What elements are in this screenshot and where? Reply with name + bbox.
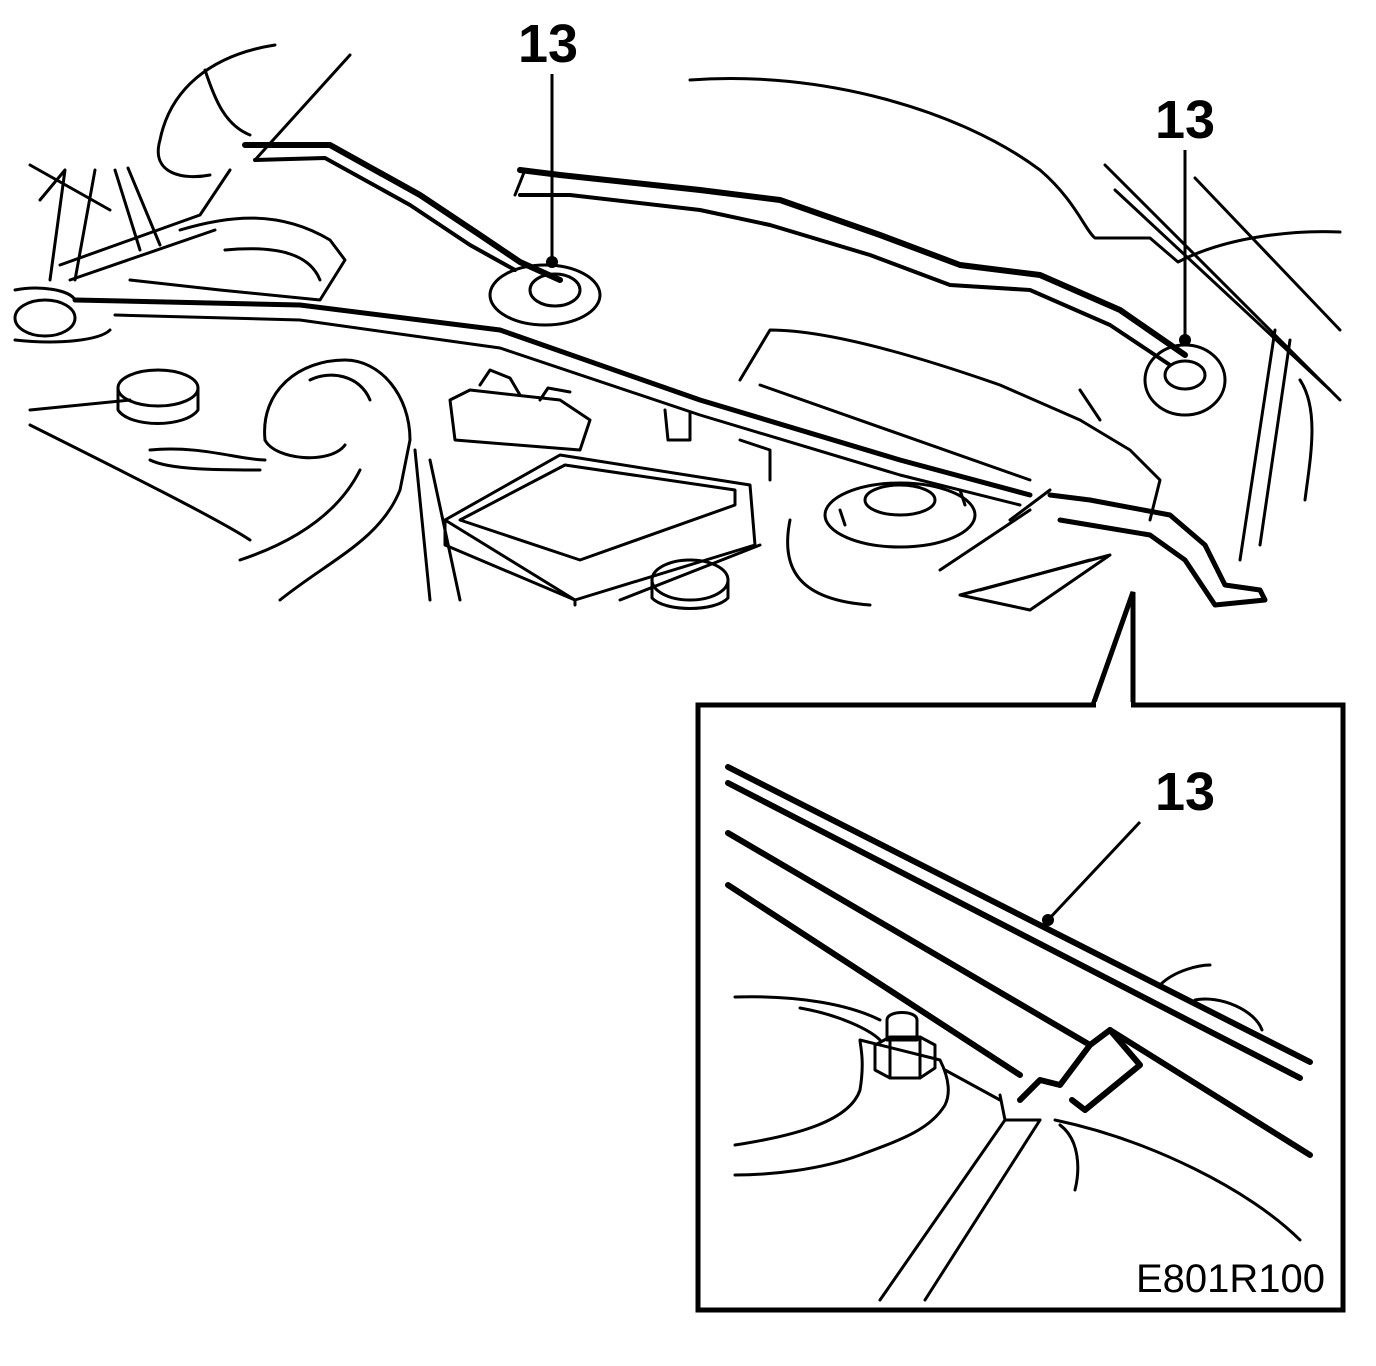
cross-member <box>72 297 1033 498</box>
hood-outline <box>688 76 1342 264</box>
cowl-panel-right <box>517 167 1188 358</box>
inset-pointer <box>1090 591 1136 706</box>
engine-bay-illustration <box>13 43 1342 612</box>
callout-detail-label: 13 <box>1155 762 1215 822</box>
inset-strut-mount <box>733 1038 950 1177</box>
left-hood-curve <box>156 43 277 179</box>
strut-tower <box>786 481 977 607</box>
inset-channel <box>725 830 1093 1103</box>
callout-right-group: 13 <box>1155 90 1215 346</box>
battery <box>443 368 757 607</box>
callout-left-label: 13 <box>518 14 578 74</box>
callout-right-label: 13 <box>1155 90 1215 150</box>
inset-nut <box>873 1011 937 1080</box>
detail-inset: 13 E801R100 <box>695 591 1346 1313</box>
mount-left <box>488 263 602 327</box>
drawing-code: E801R100 <box>1136 1257 1325 1301</box>
scuttle-cover <box>738 328 1162 522</box>
support-bracket <box>1047 492 1268 608</box>
callout-left-group: 13 <box>518 14 578 268</box>
cowl-panel-left <box>242 142 563 283</box>
inset-cowl-top <box>725 764 1313 1065</box>
intake-hose <box>263 358 412 602</box>
